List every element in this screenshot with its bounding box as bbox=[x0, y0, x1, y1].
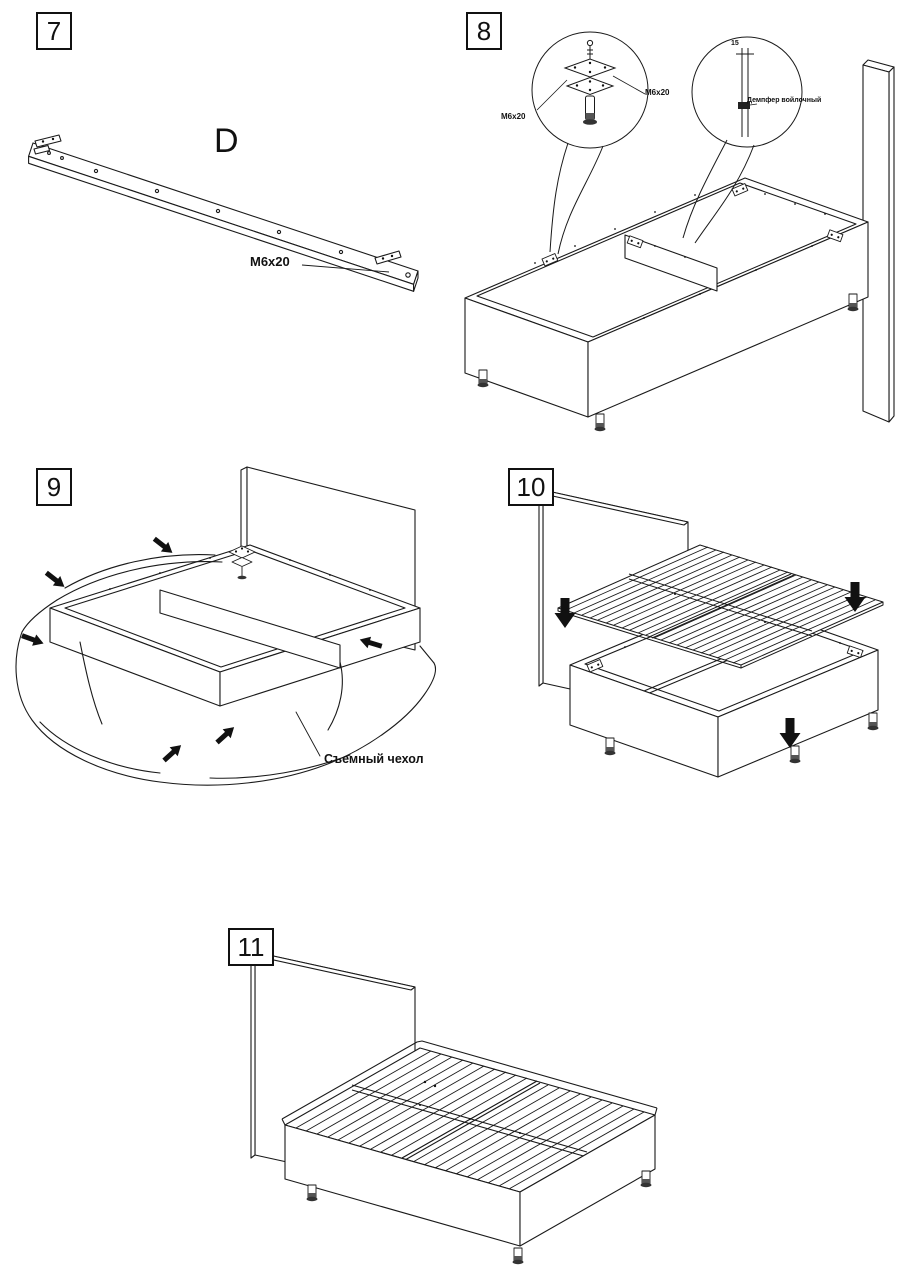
step-7-number-box: 7 bbox=[36, 12, 72, 50]
leg-icon bbox=[639, 1170, 653, 1188]
removable-cover-label: Съемный чехол bbox=[324, 752, 424, 766]
step-9-illustration bbox=[15, 466, 437, 786]
step-7-number: 7 bbox=[46, 15, 62, 46]
step-8: 8 M6x20 M6x20 15 Демпфер войлочный bbox=[455, 0, 900, 440]
storage-box bbox=[49, 544, 421, 707]
step-8-dimension-label: 15 bbox=[731, 40, 739, 47]
step-8-screw-label-left: M6x20 bbox=[501, 112, 526, 121]
step-10-number: 10 bbox=[516, 471, 546, 502]
cover-leader-line bbox=[295, 711, 321, 757]
arrow-icon bbox=[213, 722, 239, 747]
leg-icon bbox=[788, 745, 802, 764]
step-11-number: 11 bbox=[237, 931, 265, 962]
leg-icon bbox=[476, 369, 490, 388]
arrow-icon bbox=[19, 630, 46, 650]
arrow-icon bbox=[42, 568, 69, 592]
removable-cover bbox=[15, 554, 437, 786]
step-7-screw-label: M6x20 bbox=[250, 254, 290, 269]
step-11-number-box: 11 bbox=[228, 928, 274, 966]
step-11-illustration bbox=[250, 951, 658, 1265]
headboard bbox=[862, 59, 895, 423]
corner-bracket-detail bbox=[536, 39, 646, 125]
step-8-number: 8 bbox=[476, 15, 492, 46]
step-11: 11 bbox=[225, 920, 675, 1280]
screw-holes bbox=[109, 557, 371, 591]
arrow-icon bbox=[160, 740, 186, 765]
step-8-illustration bbox=[464, 31, 895, 432]
assembled-bed bbox=[281, 1040, 658, 1265]
step-7: 7 D M6x20 bbox=[0, 0, 450, 320]
slat-base bbox=[557, 544, 884, 669]
felt-damper-label: Демпфер войлочный bbox=[747, 97, 822, 104]
screw-leader-line bbox=[301, 264, 390, 273]
step-9-number-box: 9 bbox=[36, 468, 72, 506]
storage-box bbox=[464, 177, 869, 432]
detail-balloons bbox=[531, 31, 803, 255]
corner-bracket-icon bbox=[228, 545, 256, 580]
leg-icon bbox=[593, 413, 607, 432]
step-10-illustration bbox=[538, 489, 884, 778]
step-8-number-box: 8 bbox=[466, 12, 502, 50]
plank-drawing bbox=[28, 134, 419, 292]
step-8-screw-label-right: M6x20 bbox=[645, 88, 670, 97]
arrow-icon bbox=[150, 534, 177, 558]
step-7-illustration bbox=[28, 134, 419, 292]
step-9-number: 9 bbox=[46, 471, 62, 502]
step-10: 10 bbox=[495, 460, 900, 830]
step-9: 9 Съемный чехол bbox=[0, 455, 450, 800]
step-10-number-box: 10 bbox=[508, 468, 554, 506]
leg-icon bbox=[846, 293, 860, 312]
leg-icon bbox=[305, 1184, 319, 1202]
leg-icon bbox=[511, 1247, 525, 1265]
part-d-label: D bbox=[214, 122, 239, 160]
screw-holes bbox=[534, 193, 826, 319]
felt-damper-detail bbox=[736, 48, 758, 137]
leg-icon bbox=[603, 737, 617, 756]
leg-icon bbox=[866, 712, 880, 731]
